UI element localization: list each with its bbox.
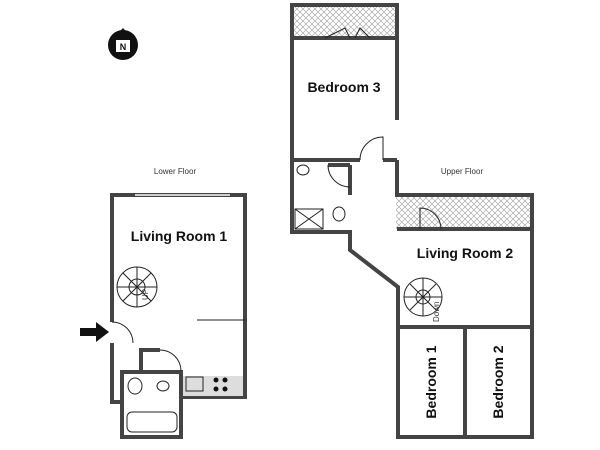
room-bedroom-2: Bedroom 2 [490,345,506,418]
room-bedroom-3: Bedroom 3 [307,79,380,95]
spiral-stair-down-icon [403,277,443,317]
room-bedroom-1: Bedroom 1 [423,345,439,418]
room-living-room-2: Living Room 2 [417,245,514,261]
lower-floor-walls [110,193,247,439]
lower-floor-title: Lower Floor [154,167,197,176]
north-compass-icon: N [108,28,138,60]
upper-floor-walls [290,3,534,439]
stair-down-label: Down [432,302,441,322]
upper-floor-title: Upper Floor [441,167,484,176]
entrance-arrow-icon [80,322,109,342]
spiral-stair-up-icon [116,266,158,308]
stair-up-label: UP [141,289,150,300]
room-living-room-1: Living Room 1 [131,228,228,244]
svg-text:N: N [120,42,127,52]
